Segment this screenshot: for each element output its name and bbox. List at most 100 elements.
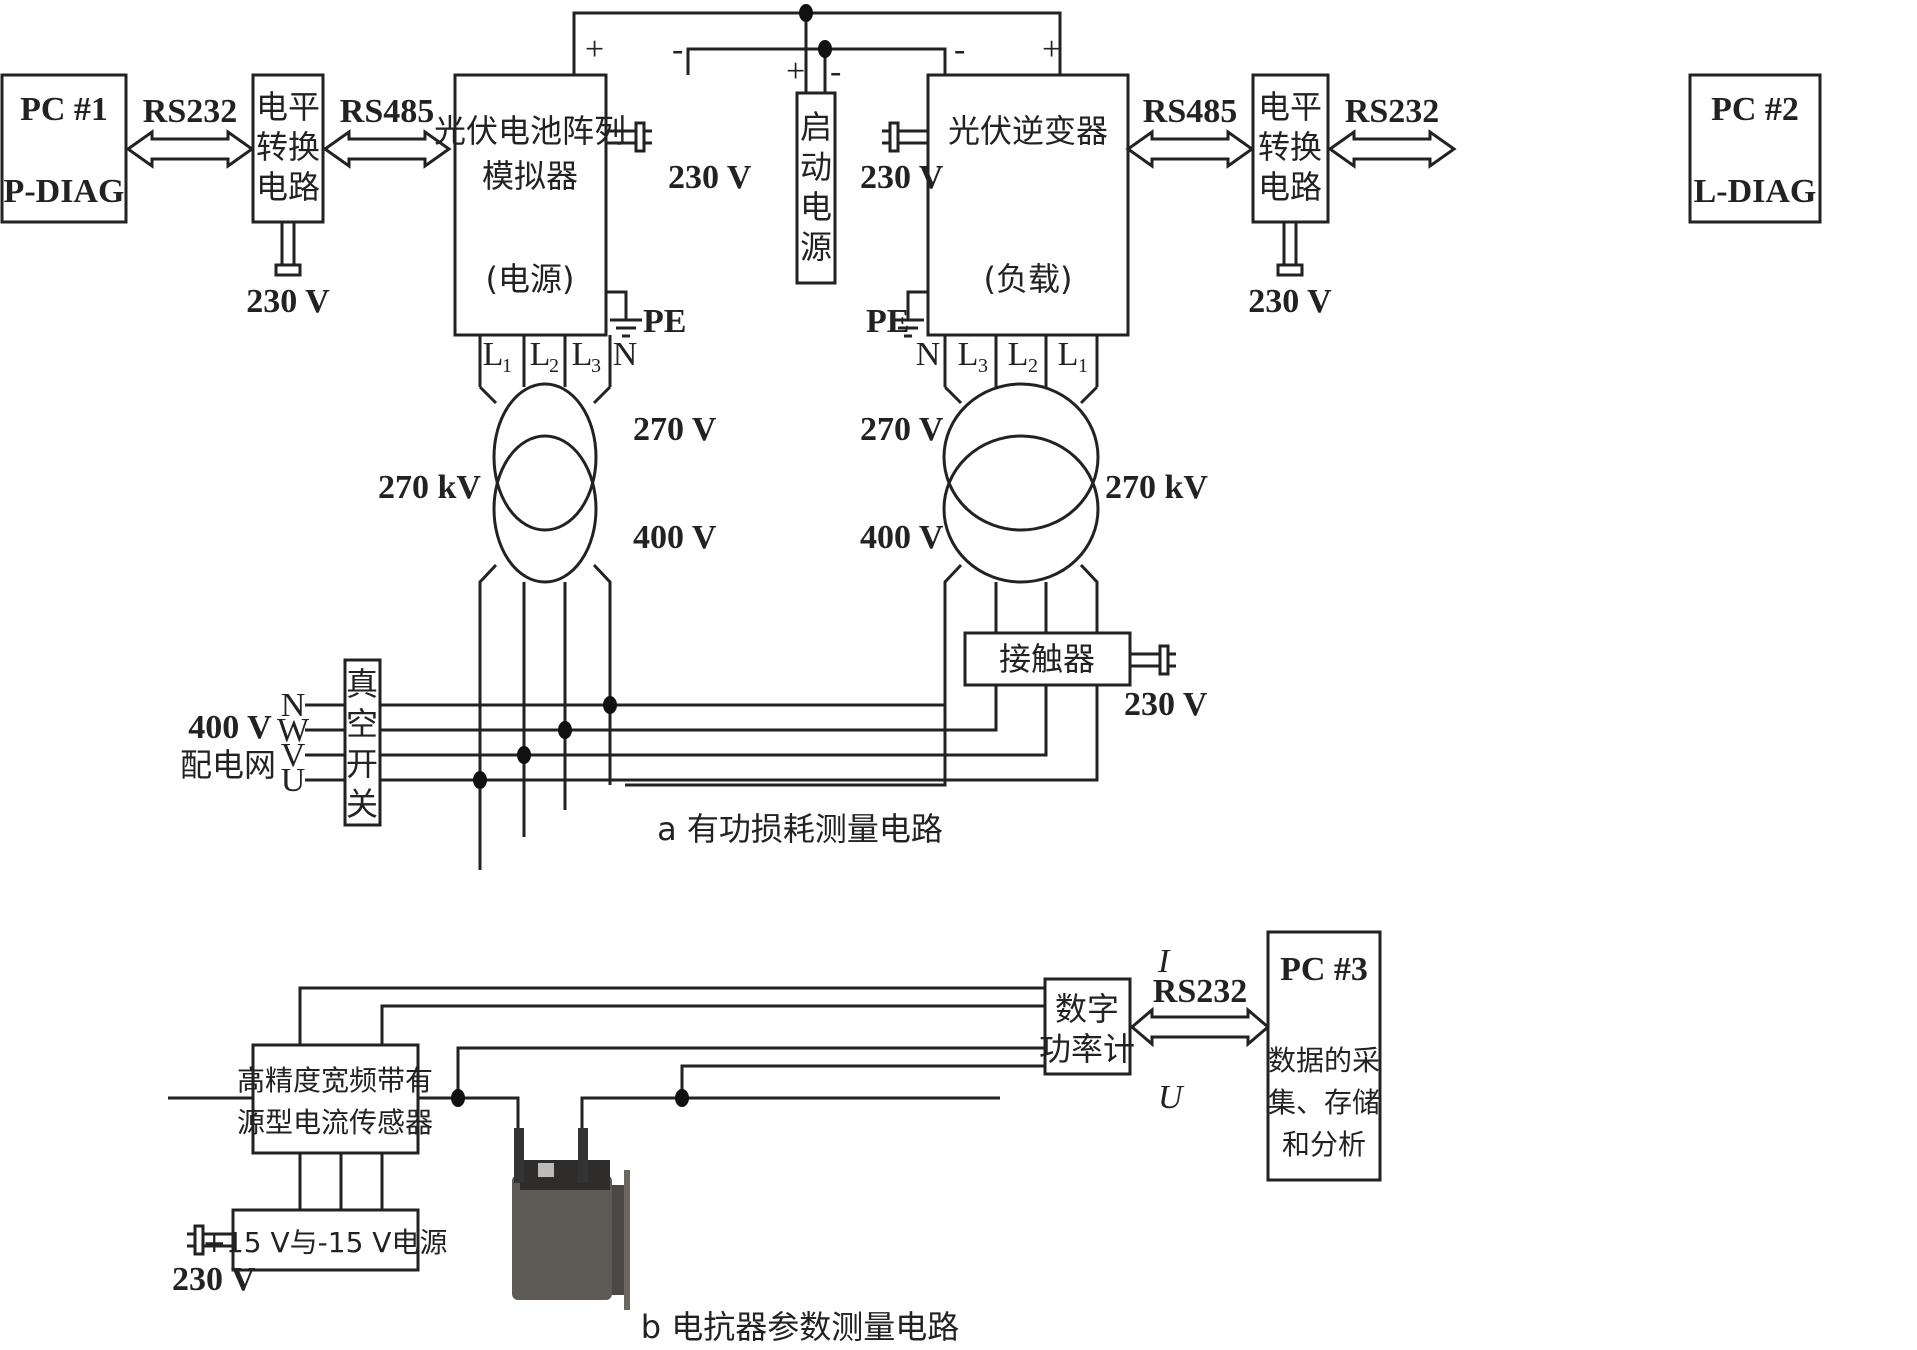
svg-text:270 V: 270 V bbox=[633, 411, 717, 448]
svg-text:1: 1 bbox=[1078, 355, 1088, 377]
svg-text:N: N bbox=[916, 336, 941, 373]
svg-text:关: 关 bbox=[346, 785, 378, 823]
svg-text:RS485: RS485 bbox=[1143, 93, 1237, 130]
ground-icon bbox=[608, 318, 644, 338]
svg-text:V: V bbox=[281, 737, 306, 774]
svg-text:PE: PE bbox=[866, 303, 909, 340]
junction-dot bbox=[675, 1089, 689, 1107]
svg-text:和分析: 和分析 bbox=[1282, 1128, 1366, 1161]
svg-text:RS232: RS232 bbox=[1345, 93, 1439, 130]
pc1-box: PC #1 P-DIAG bbox=[0, 73, 128, 224]
svg-text:光伏电池阵列: 光伏电池阵列 bbox=[434, 112, 626, 150]
junction-dot bbox=[818, 40, 832, 58]
svg-text:-: - bbox=[830, 53, 841, 90]
caption-b: b 电抗器参数测量电路 bbox=[641, 1308, 960, 1346]
svg-text:开: 开 bbox=[346, 745, 378, 783]
svg-text:电平: 电平 bbox=[1258, 88, 1322, 126]
plug-icon bbox=[274, 263, 302, 277]
rs232-arrow-right: RS232 bbox=[1327, 93, 1457, 169]
pc1-title: PC #1 bbox=[20, 91, 108, 128]
svg-text:-: - bbox=[954, 31, 965, 68]
svg-text:U: U bbox=[281, 762, 306, 799]
svg-text:-: - bbox=[672, 31, 683, 68]
contactor-box: 接触器 bbox=[963, 631, 1132, 687]
svg-text:270 kV: 270 kV bbox=[378, 469, 481, 506]
svg-text:高精度宽频带有: 高精度宽频带有 bbox=[237, 1064, 433, 1097]
pc1-subtitle: P-DIAG bbox=[4, 173, 125, 210]
plug-icon bbox=[1128, 644, 1178, 676]
pv-inverter-box: 光伏逆变器 (负载) bbox=[926, 73, 1130, 337]
transformer-left bbox=[478, 335, 612, 870]
svg-text:(负载): (负载) bbox=[984, 260, 1073, 298]
junction-dot bbox=[517, 746, 531, 764]
caption-a: a 有功损耗测量电路 bbox=[657, 810, 943, 848]
current-sensor-box: 高精度宽频带有 源型电流传感器 bbox=[237, 1043, 433, 1155]
junction-dot bbox=[558, 721, 572, 739]
svg-text:W: W bbox=[277, 712, 310, 749]
dc-minus-bus bbox=[686, 47, 947, 75]
svg-text:数据的采: 数据的采 bbox=[1268, 1044, 1380, 1077]
svg-text:U: U bbox=[1158, 1079, 1185, 1116]
svg-text:光伏逆变器: 光伏逆变器 bbox=[948, 112, 1108, 150]
svg-text:L: L bbox=[483, 336, 504, 373]
svg-text:PC #2: PC #2 bbox=[1711, 91, 1799, 128]
svg-text:接触器: 接触器 bbox=[999, 640, 1095, 678]
pc2-box: PC #2 L-DIAG bbox=[1688, 73, 1822, 224]
svg-text:L: L bbox=[1058, 336, 1079, 373]
svg-text:L: L bbox=[1008, 336, 1029, 373]
plug-icon bbox=[880, 121, 930, 153]
pc3-box: PC #3 数据的采 集、存储 和分析 bbox=[1266, 930, 1382, 1182]
svg-text:230 V: 230 V bbox=[668, 159, 752, 196]
svg-text:动: 动 bbox=[800, 148, 832, 186]
svg-text:功率计: 功率计 bbox=[1039, 1030, 1135, 1068]
svg-text:源: 源 bbox=[800, 228, 832, 266]
svg-text:230 V: 230 V bbox=[246, 283, 330, 320]
svg-text:电平: 电平 bbox=[256, 88, 320, 126]
svg-text:N: N bbox=[281, 687, 306, 724]
transformer-right bbox=[625, 335, 1100, 787]
junction-dot bbox=[473, 771, 487, 789]
svg-text:L: L bbox=[958, 336, 979, 373]
dc-plus-bus bbox=[572, 11, 1062, 75]
svg-text:真: 真 bbox=[346, 665, 378, 703]
rs232-arrow-left: RS232 bbox=[125, 93, 255, 169]
startup-supply-box: 启 动 电 源 bbox=[795, 91, 837, 285]
svg-text:N: N bbox=[613, 336, 638, 373]
svg-text:3: 3 bbox=[591, 355, 601, 377]
svg-text:转换: 转换 bbox=[1258, 128, 1322, 166]
svg-text:3: 3 bbox=[978, 355, 988, 377]
junction-dot bbox=[451, 1089, 465, 1107]
svg-text:电路: 电路 bbox=[1258, 168, 1322, 206]
svg-text:PE: PE bbox=[643, 303, 686, 340]
grid-bus bbox=[305, 703, 1097, 782]
svg-text:L: L bbox=[530, 336, 551, 373]
svg-text:+: + bbox=[585, 31, 604, 68]
svg-text:+15 V与-15 V电源: +15 V与-15 V电源 bbox=[203, 1226, 448, 1259]
rs485-arrow-left: RS485 bbox=[322, 93, 452, 169]
junction-dot bbox=[799, 4, 813, 22]
svg-text:+: + bbox=[1042, 31, 1061, 68]
reactor-photo bbox=[512, 1128, 630, 1310]
power-meter-box: 数字 功率计 bbox=[1039, 977, 1135, 1076]
svg-text:PC #3: PC #3 bbox=[1280, 951, 1368, 988]
svg-text:L: L bbox=[572, 336, 593, 373]
svg-text:源型电流传感器: 源型电流传感器 bbox=[237, 1106, 433, 1139]
svg-text:2: 2 bbox=[1028, 355, 1038, 377]
svg-text:数字: 数字 bbox=[1055, 990, 1119, 1028]
svg-text:270 V: 270 V bbox=[860, 411, 944, 448]
level-converter-right: 电平 转换 电路 230 V bbox=[1248, 73, 1332, 320]
level-converter-left: 电平 转换 电路 230 V bbox=[246, 73, 330, 320]
svg-text:+: + bbox=[786, 53, 805, 90]
plug-icon bbox=[1276, 263, 1304, 277]
svg-text:230 V: 230 V bbox=[860, 159, 944, 196]
svg-text:转换: 转换 bbox=[256, 128, 320, 166]
svg-text:模拟器: 模拟器 bbox=[482, 157, 578, 195]
svg-text:集、存储: 集、存储 bbox=[1268, 1086, 1380, 1119]
rs485-arrow-right: RS485 bbox=[1125, 93, 1255, 169]
svg-text:270 kV: 270 kV bbox=[1105, 469, 1208, 506]
svg-text:电: 电 bbox=[800, 188, 832, 226]
svg-text:(电源): (电源) bbox=[486, 260, 575, 298]
svg-text:230 V: 230 V bbox=[172, 1261, 256, 1298]
svg-text:230 V: 230 V bbox=[1124, 686, 1208, 723]
